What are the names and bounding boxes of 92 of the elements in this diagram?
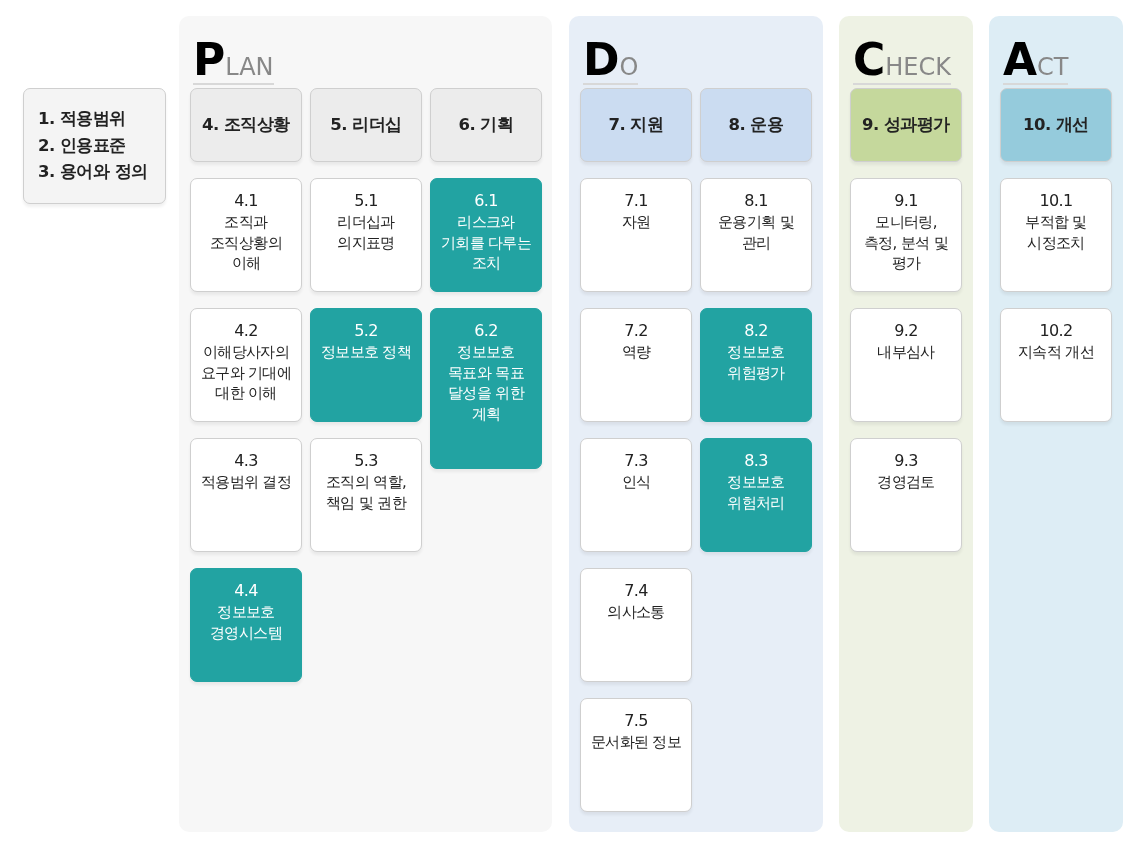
clause-box — [580, 178, 692, 292]
clause-number: 9.2 — [894, 320, 918, 342]
clause-header-box — [850, 88, 962, 162]
clause-title: 부적합 및 시정조치 — [1024, 212, 1088, 254]
clause-title: 조직과 조직상황의 이해 — [209, 212, 283, 275]
clause-number: 6.1 — [474, 190, 498, 212]
clause-header-box — [430, 88, 542, 162]
clause-title: 정보보호 목표와 목표 달성을 위한 계획 — [446, 342, 526, 425]
clause-number: 7.1 — [624, 190, 648, 212]
phase-title: PLAN — [193, 38, 274, 85]
clause-box — [310, 308, 422, 422]
clause-box — [430, 178, 542, 292]
clause-title: 적용범위 결정 — [200, 472, 292, 493]
clause-title: 조직의 역할, 책임 및 권한 — [324, 472, 408, 514]
clause-number: 4.4 — [234, 580, 258, 602]
clause-number: 9.3 — [894, 450, 918, 472]
clause-number: 8.2 — [744, 320, 768, 342]
clause-number: 8.1 — [744, 190, 768, 212]
clause-box — [310, 438, 422, 552]
clause-title: 6. 기획 — [458, 114, 514, 136]
clause-box — [700, 438, 812, 552]
clause-box — [190, 438, 302, 552]
clause-title: 의사소통 — [607, 602, 665, 623]
clause-header-box — [190, 88, 302, 162]
clause-title: 리스크와 기회를 다루는 조치 — [440, 212, 532, 275]
clause-title: 정보보호 위험처리 — [726, 472, 786, 514]
clause-title: 이해당사자의 요구와 기대에 대한 이해 — [200, 342, 292, 405]
clause-title: 정보보호 위험평가 — [726, 342, 786, 384]
clause-header-box — [700, 88, 812, 162]
clause-number: 7.3 — [624, 450, 648, 472]
clause-box — [580, 438, 692, 552]
clause-box — [1000, 308, 1112, 422]
clause-box — [850, 438, 962, 552]
clause-number: 6.2 — [474, 320, 498, 342]
clause-box — [310, 178, 422, 292]
clause-title: 지속적 개선 — [1017, 342, 1095, 363]
clause-title: 정보보호 정책 — [320, 342, 412, 363]
clause-title: 8. 운용 — [728, 114, 784, 136]
clause-header-box — [580, 88, 692, 162]
clause-box — [850, 178, 962, 292]
clause-header-box — [310, 88, 422, 162]
clause-number: 4.2 — [234, 320, 258, 342]
phase-panel — [839, 16, 973, 832]
clause-title: 문서화된 정보 — [590, 732, 682, 753]
clause-title: 정보보호 경영시스템 — [209, 602, 283, 644]
clause-title: 역량 — [621, 342, 651, 363]
phase-title: DO — [583, 38, 639, 85]
phase-title: CHECK — [853, 38, 951, 85]
clause-title: 1. 적용범위 — [38, 108, 126, 131]
clause-title: 5. 리더십 — [330, 114, 402, 136]
clause-box — [190, 178, 302, 292]
clause-title: 9. 성과평가 — [862, 114, 950, 136]
clause-number: 5.3 — [354, 450, 378, 472]
phase-panel — [179, 16, 552, 832]
clause-number: 10.2 — [1039, 320, 1073, 342]
clause-number: 4.1 — [234, 190, 258, 212]
clause-box — [190, 568, 302, 682]
clause-number: 10.1 — [1039, 190, 1073, 212]
clause-title: 4. 조직상황 — [202, 114, 290, 136]
clause-box — [700, 308, 812, 422]
clause-title: 7. 지원 — [608, 114, 664, 136]
phase-panel — [569, 16, 823, 832]
clause-number: 5.1 — [354, 190, 378, 212]
clause-title: 2. 인용표준 — [38, 134, 126, 157]
clause-number: 5.2 — [354, 320, 378, 342]
clause-list-box — [23, 88, 166, 204]
clause-box — [850, 308, 962, 422]
clause-number: 9.1 — [894, 190, 918, 212]
clause-box — [700, 178, 812, 292]
clause-title: 내부심사 — [877, 342, 935, 363]
clause-box — [580, 698, 692, 812]
clause-title: 모니터링, 측정, 분석 및 평가 — [862, 212, 950, 275]
phase-title: ACT — [1003, 38, 1069, 85]
clause-title: 3. 용어와 정의 — [38, 161, 148, 184]
clause-box — [580, 568, 692, 682]
clause-number: 4.3 — [234, 450, 258, 472]
phase-panel — [989, 16, 1123, 832]
clause-title: 인식 — [621, 472, 651, 493]
clause-title: 경영검토 — [877, 472, 935, 493]
clause-header-box — [1000, 88, 1112, 162]
clause-box — [1000, 178, 1112, 292]
clause-number: 7.2 — [624, 320, 648, 342]
clause-title: 10. 개선 — [1023, 114, 1089, 136]
clause-box — [190, 308, 302, 422]
clause-number: 7.4 — [624, 580, 648, 602]
clause-number: 7.5 — [624, 710, 648, 732]
clause-box — [580, 308, 692, 422]
clause-title: 리더십과 의지표명 — [336, 212, 396, 254]
clause-box — [430, 308, 542, 469]
clause-number: 8.3 — [744, 450, 768, 472]
clause-title: 운용기획 및 관리 — [716, 212, 796, 254]
clause-title: 자원 — [621, 212, 651, 233]
